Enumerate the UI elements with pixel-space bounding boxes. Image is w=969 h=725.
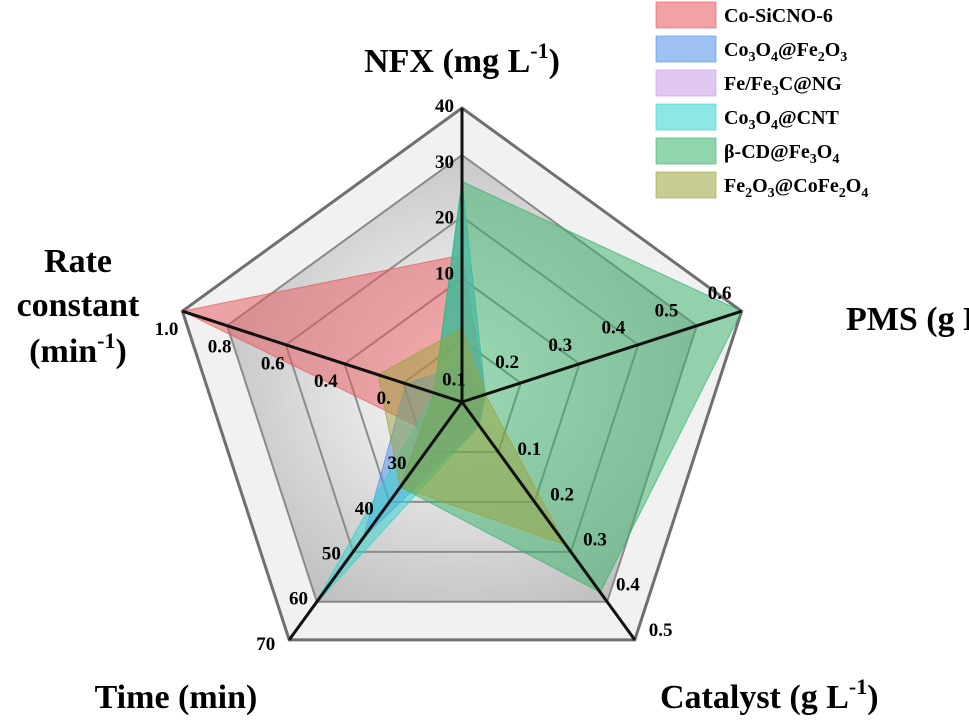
- tick-label-pms: 0.1: [442, 369, 466, 390]
- tick-label-pms: 0.5: [655, 300, 679, 321]
- tick-label-time: 50: [322, 543, 341, 564]
- tick-label-catalyst: 0.1: [517, 439, 541, 460]
- tick-label-pms: 0.3: [548, 335, 572, 356]
- tick-label-time: 40: [355, 498, 374, 519]
- tick-label-nfx: 40: [435, 96, 454, 117]
- legend-swatch-cd-fe3o4: [655, 137, 717, 165]
- tick-label-rate-constant: 0.6: [261, 354, 285, 375]
- tick-label-catalyst: 0.3: [583, 529, 607, 550]
- tick-label-time: 30: [388, 453, 407, 474]
- legend-swatch-co3o4-cnt: [655, 103, 717, 131]
- legend-swatch-fe-fe3c-ng: [655, 69, 717, 97]
- series-polygon-fe-o-cofe-o: [377, 327, 567, 546]
- tick-label-nfx: 30: [435, 152, 454, 173]
- tick-label-pms: 0.6: [708, 283, 732, 304]
- tick-label-time: 60: [289, 589, 308, 610]
- legend-swatch-co3o4-fe2o3: [655, 35, 717, 63]
- tick-label-time: 70: [256, 634, 275, 655]
- legend-label-fe-fe3c-ng: Fe/Fe3C@NG: [724, 73, 842, 99]
- axis-title-catalyst: Catalyst (g L-1): [660, 674, 879, 716]
- axis-line-time: [287, 401, 464, 641]
- tick-label-catalyst: 0.4: [616, 575, 640, 596]
- legend-label-cd-fe3o4: β-CD@Fe3O4: [724, 141, 839, 167]
- tick-label-rate-constant: 1.0: [155, 319, 179, 340]
- axis-title-rate-line2: constant: [17, 287, 140, 324]
- axis-title-nfx: NFX (mg L-1): [364, 38, 560, 80]
- axis-title-time: Time (min): [95, 679, 258, 716]
- tick-label-catalyst: 0.2: [550, 484, 574, 505]
- axis-line-catalyst: [460, 401, 637, 641]
- axis-title-rate-line1: Rate: [44, 243, 112, 280]
- tick-label-pms: 0.2: [495, 352, 519, 373]
- tick-label-pms: 0.4: [601, 318, 625, 339]
- legend-label-co3o4-fe2o3: Co3O4@Fe2O3: [724, 39, 847, 65]
- axis-title-pms: PMS (g L-1): [846, 296, 969, 338]
- radar-axes: [181, 108, 743, 641]
- axis-line-pms: [461, 309, 743, 404]
- tick-label-rate-constant: 0.: [377, 388, 391, 409]
- tick-label-nfx: 20: [435, 208, 454, 229]
- axis-titles: NFX (mg L-1) PMS (g L-1) Catalyst (g L-1) T…: [17, 38, 969, 716]
- legend-label-co-sicno-6: Co-SiCNO-6: [724, 5, 833, 27]
- tick-labels: 10 20 30 40 0.1 0.2 0.3 0.4 0.5 0.6 0.1 0.2 0.3 0.4 0.…: [155, 96, 732, 655]
- legend-swatch-fe2o3-cofe2o4: [655, 171, 717, 199]
- tick-label-rate-constant: 0.4: [314, 371, 338, 392]
- legend-label-fe2o3-cofe2o4: Fe2O3@CoFe2O4: [724, 175, 868, 201]
- axis-line-rate-constant: [181, 309, 463, 404]
- axis-title-rate-unit: (min-1): [29, 328, 127, 370]
- tick-label-nfx: 10: [435, 264, 454, 285]
- tick-label-rate-constant: 0.8: [208, 336, 232, 357]
- tick-label-catalyst: 0.5: [649, 620, 673, 641]
- legend-swatch-co-sicno-6: [655, 1, 717, 29]
- legend-label-co3o4-cnt: Co3O4@CNT: [724, 107, 840, 133]
